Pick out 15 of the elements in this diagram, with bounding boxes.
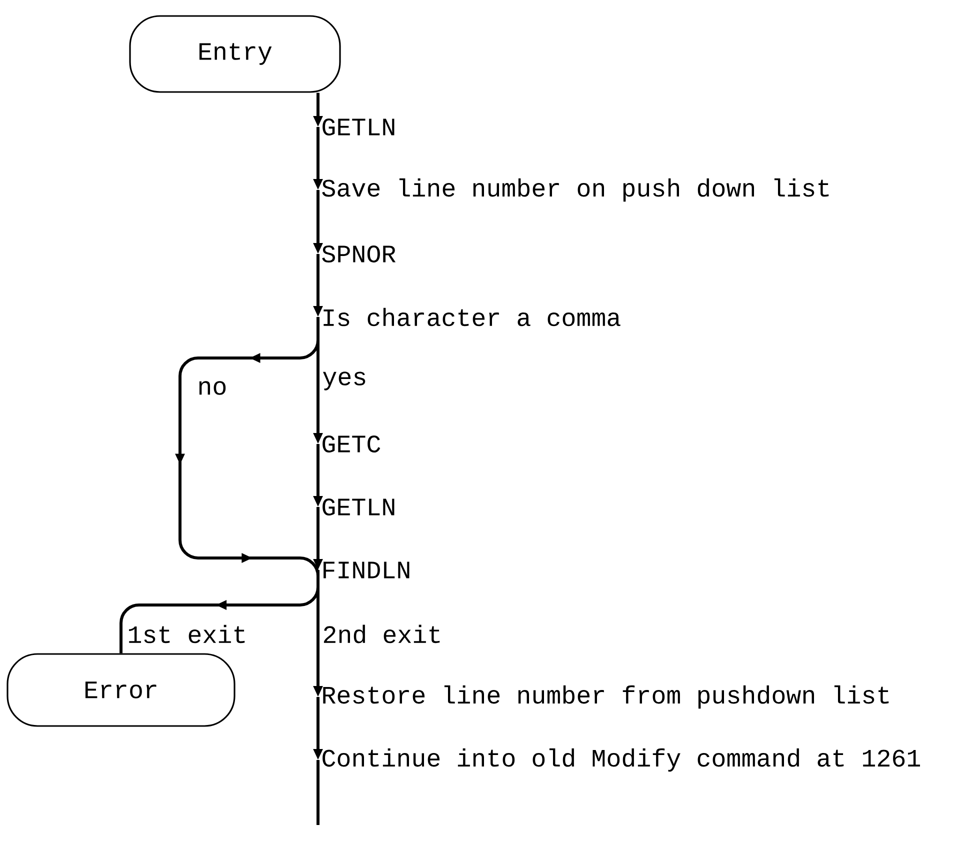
step-text: Continue into old Modify command at 1261 (322, 748, 920, 772)
step-text: GETLN (322, 118, 394, 136)
step-text: SPNOR (322, 246, 396, 262)
step-text: FINDLN (324, 562, 410, 578)
terminal-box: Error (6, 653, 236, 727)
step-text: Save line number on push down list (322, 178, 829, 202)
step-text: GETC (322, 436, 380, 452)
step-text: GETLN (322, 498, 394, 516)
edge-label: 2nd exit (324, 624, 440, 644)
edge-label: yes (323, 372, 366, 390)
terminal-box: Entry (129, 15, 341, 93)
step-text: Is character a comma (324, 308, 620, 326)
edge-label: no (199, 381, 226, 395)
edge-label: 1st exit (129, 624, 245, 644)
step-text: Restore line number from pushdown list (323, 685, 889, 709)
